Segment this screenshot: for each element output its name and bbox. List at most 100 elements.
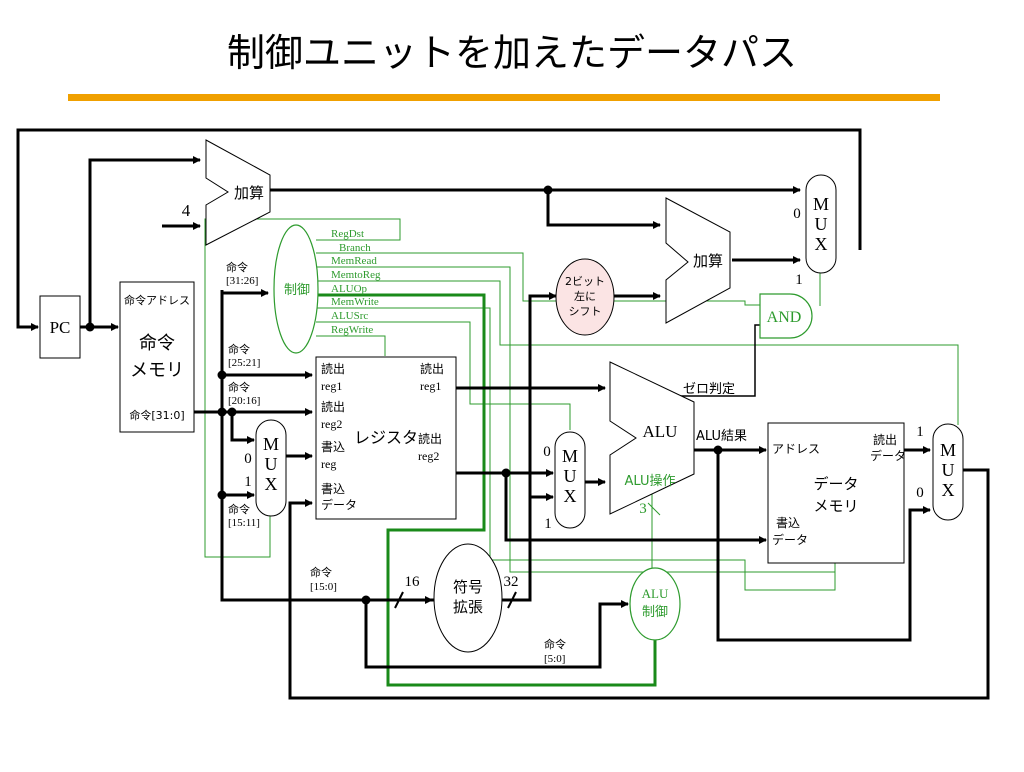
dmem-write-2: データ (772, 532, 808, 547)
title-rule (68, 94, 940, 101)
register-file (315, 356, 457, 520)
mux-pc-x: X (815, 234, 828, 254)
ctrl-line-aluop (316, 293, 657, 687)
lbl-15-11-b: [15:11] (228, 517, 260, 529)
lbl-20-16-a: 命令 (228, 380, 250, 394)
sig-alusrc: ALUSrc (331, 310, 368, 322)
rf-out2-a: 読出 (418, 431, 442, 446)
lbl-15-0-a: 命令 (310, 565, 332, 579)
wire-rd2-dmem (504, 473, 767, 544)
rf-wdata-a: 書込 (321, 482, 345, 496)
mux-wb-x: X (942, 480, 955, 500)
alu-op-label: ALU操作 (624, 473, 675, 489)
bits-32: 32 (504, 574, 519, 590)
wire-signext-shift (528, 292, 557, 600)
mux-alusrc-1: 1 (544, 516, 552, 532)
dmem-read-2: データ (870, 448, 906, 463)
bits-16: 16 (405, 574, 421, 590)
adder-pc-label: 加算 (234, 184, 264, 202)
imem-title-2: メモリ (130, 360, 184, 381)
rf-read1-a: 読出 (321, 361, 345, 376)
alu-control (629, 567, 681, 641)
lbl-25-21-a: 命令 (228, 342, 250, 356)
mux-wb-0: 0 (916, 485, 924, 501)
alu-result-label: ALU結果 (696, 429, 747, 444)
lbl-5-0-b: [5:0] (544, 653, 565, 665)
sig-aluop: ALUOp (331, 283, 368, 295)
mux-pc-0: 0 (793, 206, 801, 222)
dmem-write-1: 書込 (776, 516, 800, 530)
control-unit (273, 224, 319, 354)
mux-pc (805, 174, 837, 274)
alu-op-slash (647, 502, 661, 516)
rf-wreg-a: 書込 (321, 440, 345, 454)
mux-wb-1: 1 (916, 424, 924, 440)
instr-field-labels: 命令 [31:26] 命令 [25:21] 命令 [20:16] 命令 [15:… (226, 260, 566, 665)
control-unit-label: 制御 (284, 283, 310, 298)
wire-result-wbmux (716, 450, 931, 642)
and-gate-label: AND (767, 309, 802, 326)
ctrl-line-branch (316, 252, 760, 306)
mux-wb-u: U (942, 460, 955, 480)
shift-1: 2ビット (565, 275, 605, 288)
imem-out-label: 命令[31:0] (129, 408, 184, 422)
wire-funct-aluctrl (364, 600, 629, 669)
mux-regdst-m: M (263, 434, 279, 454)
pc-label: PC (50, 318, 71, 337)
wire-adder-branch (546, 190, 661, 229)
rf-wdata-b: データ (321, 497, 357, 512)
mux-alusrc-u: U (564, 466, 577, 486)
mux-pc-m: M (813, 194, 829, 214)
mux-alusrc (554, 431, 586, 529)
junction-dots (85, 185, 723, 605)
rf-title: レジスタ (354, 428, 418, 447)
sig-memtoreg: MemtoReg (331, 269, 381, 281)
sign-extend (433, 543, 503, 653)
dmem-title-1: データ (813, 475, 858, 493)
rf-out1-b: reg1 (420, 379, 441, 393)
alu-ctrl-2: 制御 (642, 605, 668, 620)
alu-op-bits: 3 (639, 501, 647, 517)
sign-ext-2: 拡張 (453, 598, 483, 616)
wire-pc-adder (88, 156, 201, 327)
rf-read1-b: reg1 (321, 379, 342, 393)
sig-regdst: RegDst (331, 228, 364, 240)
pc-register (39, 295, 81, 359)
dmem-title-2: メモリ (813, 497, 858, 515)
mux-regdst-x: X (265, 474, 278, 494)
rf-out1-a: 読出 (420, 361, 444, 376)
alu-label: ALU (643, 422, 678, 441)
adder-branch (665, 197, 731, 324)
lbl-31-26-b: [31:26] (226, 275, 258, 287)
bus-slashes (394, 591, 517, 609)
control-signal-labels: RegDst Branch MemRead MemtoReg ALUOp Mem… (331, 228, 381, 336)
dmem-read-1: 読出 (873, 432, 897, 447)
ctrl-line-memtoreg (316, 280, 959, 425)
sign-ext-1: 符号 (453, 578, 483, 596)
wire-pc-loop (16, 128, 862, 331)
alu-zero-label: ゼロ判定 (683, 382, 735, 397)
mux-regdst-0: 0 (244, 451, 252, 467)
wire-instr-mux0 (230, 412, 255, 444)
mux-pc-u: U (815, 214, 828, 234)
shift-left-2 (555, 258, 615, 336)
lbl-5-0-a: 命令 (544, 637, 566, 651)
mux-pc-1: 1 (795, 272, 803, 288)
mux-wb-m: M (940, 440, 956, 460)
mux-alusrc-x: X (564, 486, 577, 506)
ctrl-line-memwrite (316, 307, 836, 591)
control-lines (204, 218, 959, 591)
instruction-memory (119, 281, 195, 433)
sig-branch: Branch (339, 242, 371, 254)
imem-addr-label: 命令アドレス (124, 293, 190, 307)
page-title: 制御ユニットを加えたデータパス (227, 31, 797, 75)
ctrl-line-alusrc (316, 321, 571, 430)
rf-wreg-b: reg (321, 457, 336, 471)
mux-regdst (255, 419, 287, 517)
imem-title-1: 命令 (139, 333, 175, 354)
alu (609, 361, 695, 515)
lbl-20-16-b: [20:16] (228, 395, 260, 407)
rf-read2-a: 読出 (321, 399, 345, 414)
